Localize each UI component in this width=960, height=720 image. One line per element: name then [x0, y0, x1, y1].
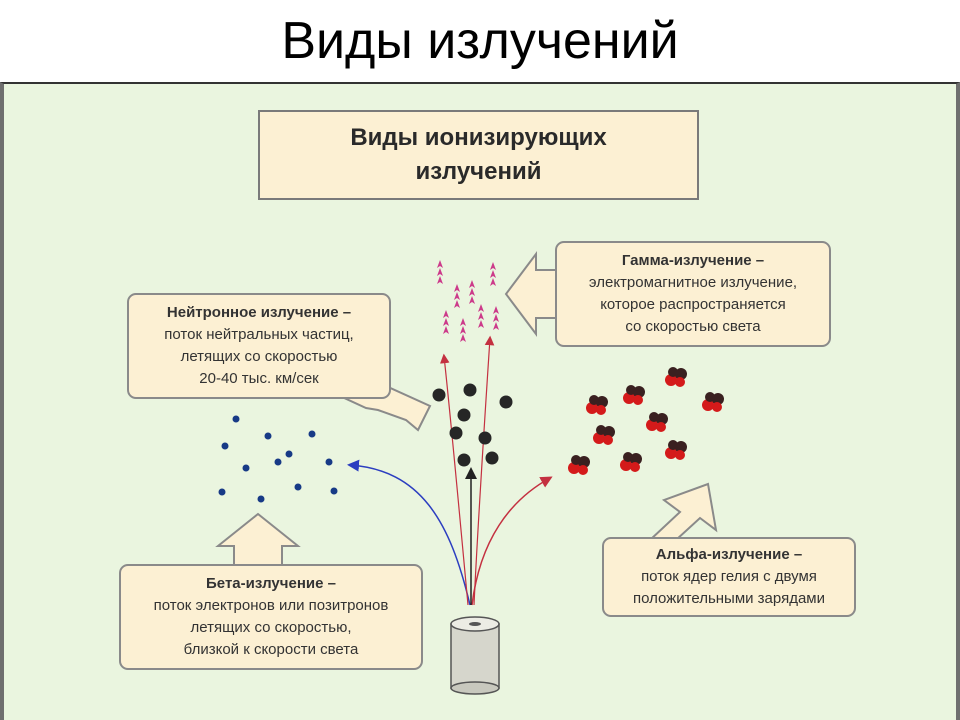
- gamma-callout-frame: [555, 241, 831, 347]
- beta-callout-line: летящих со скоростью,: [190, 619, 352, 636]
- beta-particles: [218, 415, 338, 503]
- neutron-callout-line: летящих со скоростью: [180, 348, 338, 365]
- gamma-particles: [437, 260, 499, 342]
- diagram-panel: [0, 82, 960, 720]
- neutron-callout-frame: [127, 293, 391, 399]
- gamma-callout-line: со скоростью света: [625, 318, 761, 335]
- neutron-radiation-callout: Нейтронное излучение – поток нейтральных…: [128, 294, 390, 398]
- alpha-pointer-arrow: [647, 482, 718, 541]
- gamma-pointer-arrow: [504, 251, 559, 337]
- beta-pointer-arrow: [215, 512, 301, 567]
- neutron-callout-line: 20-40 тыс. км/сек: [199, 370, 319, 387]
- beta-callout-frame: [119, 564, 423, 670]
- beta-radiation-callout: Бета-излучение – поток электронов или по…: [120, 565, 422, 669]
- radiation-source: [450, 616, 500, 695]
- slide-title: Виды излучений: [281, 12, 679, 70]
- alpha-path: [471, 476, 553, 606]
- alpha-radiation-callout: Альфа-излучение – поток ядер гелия с дву…: [603, 538, 855, 616]
- alpha-particles: [568, 367, 724, 475]
- neutron-callout-heading: Нейтронное излучение –: [166, 304, 352, 321]
- alpha-callout-frame: [602, 537, 856, 617]
- gamma-callout-heading: Гамма-излучение –: [621, 252, 765, 269]
- gamma-radiation-callout: Гамма-излучение – электромагнитное излуч…: [556, 242, 830, 346]
- beta-path: [347, 459, 471, 606]
- alpha-callout-line: поток ядер гелия с двумя: [641, 568, 817, 585]
- ionizing-radiation-types-title: Виды ионизирующих излучений: [258, 110, 699, 200]
- alpha-callout-heading: Альфа-излучение –: [655, 546, 803, 563]
- gamma-path-1: [440, 353, 469, 606]
- gamma-callout-line: которое распространяется: [600, 296, 786, 313]
- gamma-path-2: [473, 335, 495, 606]
- neutron-callout-line: поток нейтральных частиц,: [164, 326, 354, 343]
- alpha-callout-line: положительными зарядами: [633, 590, 825, 607]
- beta-callout-line: близкой к скорости света: [183, 641, 359, 658]
- beta-callout-heading: Бета-излучение –: [206, 575, 336, 592]
- gamma-callout-line: электромагнитное излучение,: [588, 274, 798, 291]
- beta-callout-line: поток электронов или позитронов: [153, 597, 389, 614]
- neutron-particles: [432, 383, 513, 467]
